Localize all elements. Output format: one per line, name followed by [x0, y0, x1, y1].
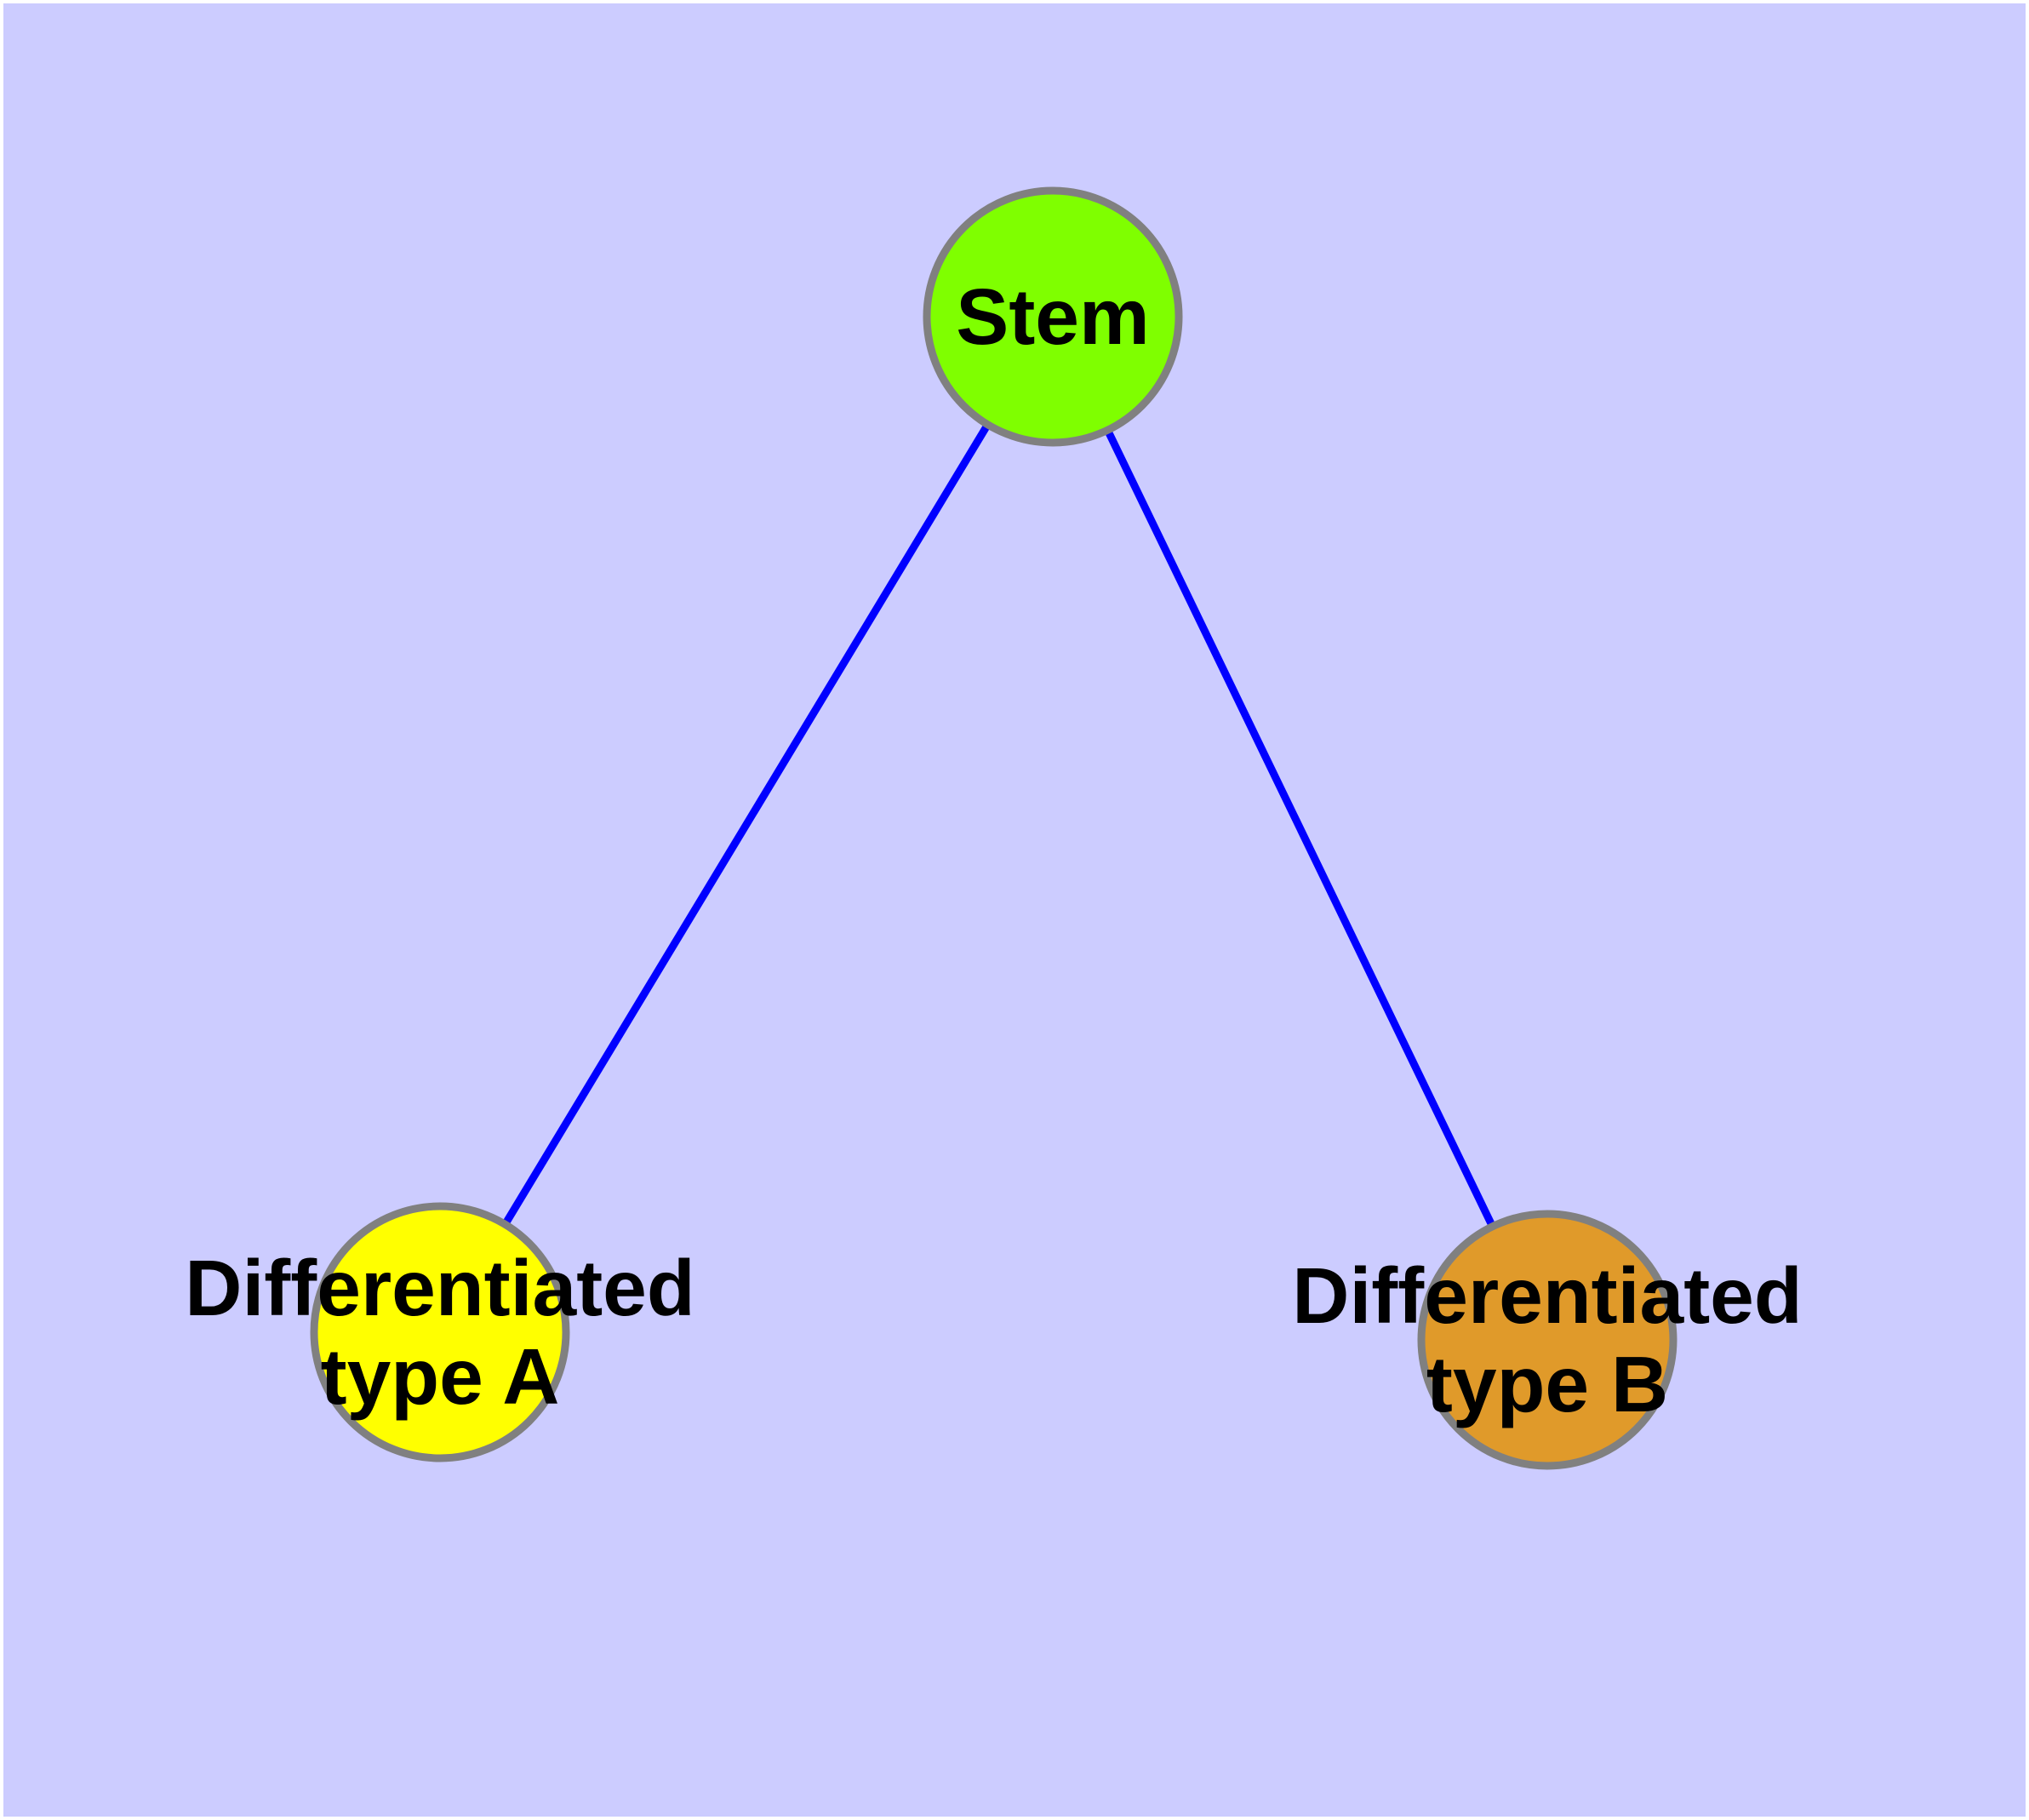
node-layer	[310, 186, 1677, 1470]
graph-node-stem[interactable]	[923, 186, 1183, 447]
graph-node-diff-a[interactable]	[310, 1202, 570, 1462]
graph-edge-stem-to-diff-b	[1049, 315, 1552, 1342]
edge-layer	[437, 314, 1552, 1342]
graph-node-diff-b[interactable]	[1417, 1210, 1677, 1470]
graph-edge-stem-to-diff-a	[437, 314, 1056, 1335]
